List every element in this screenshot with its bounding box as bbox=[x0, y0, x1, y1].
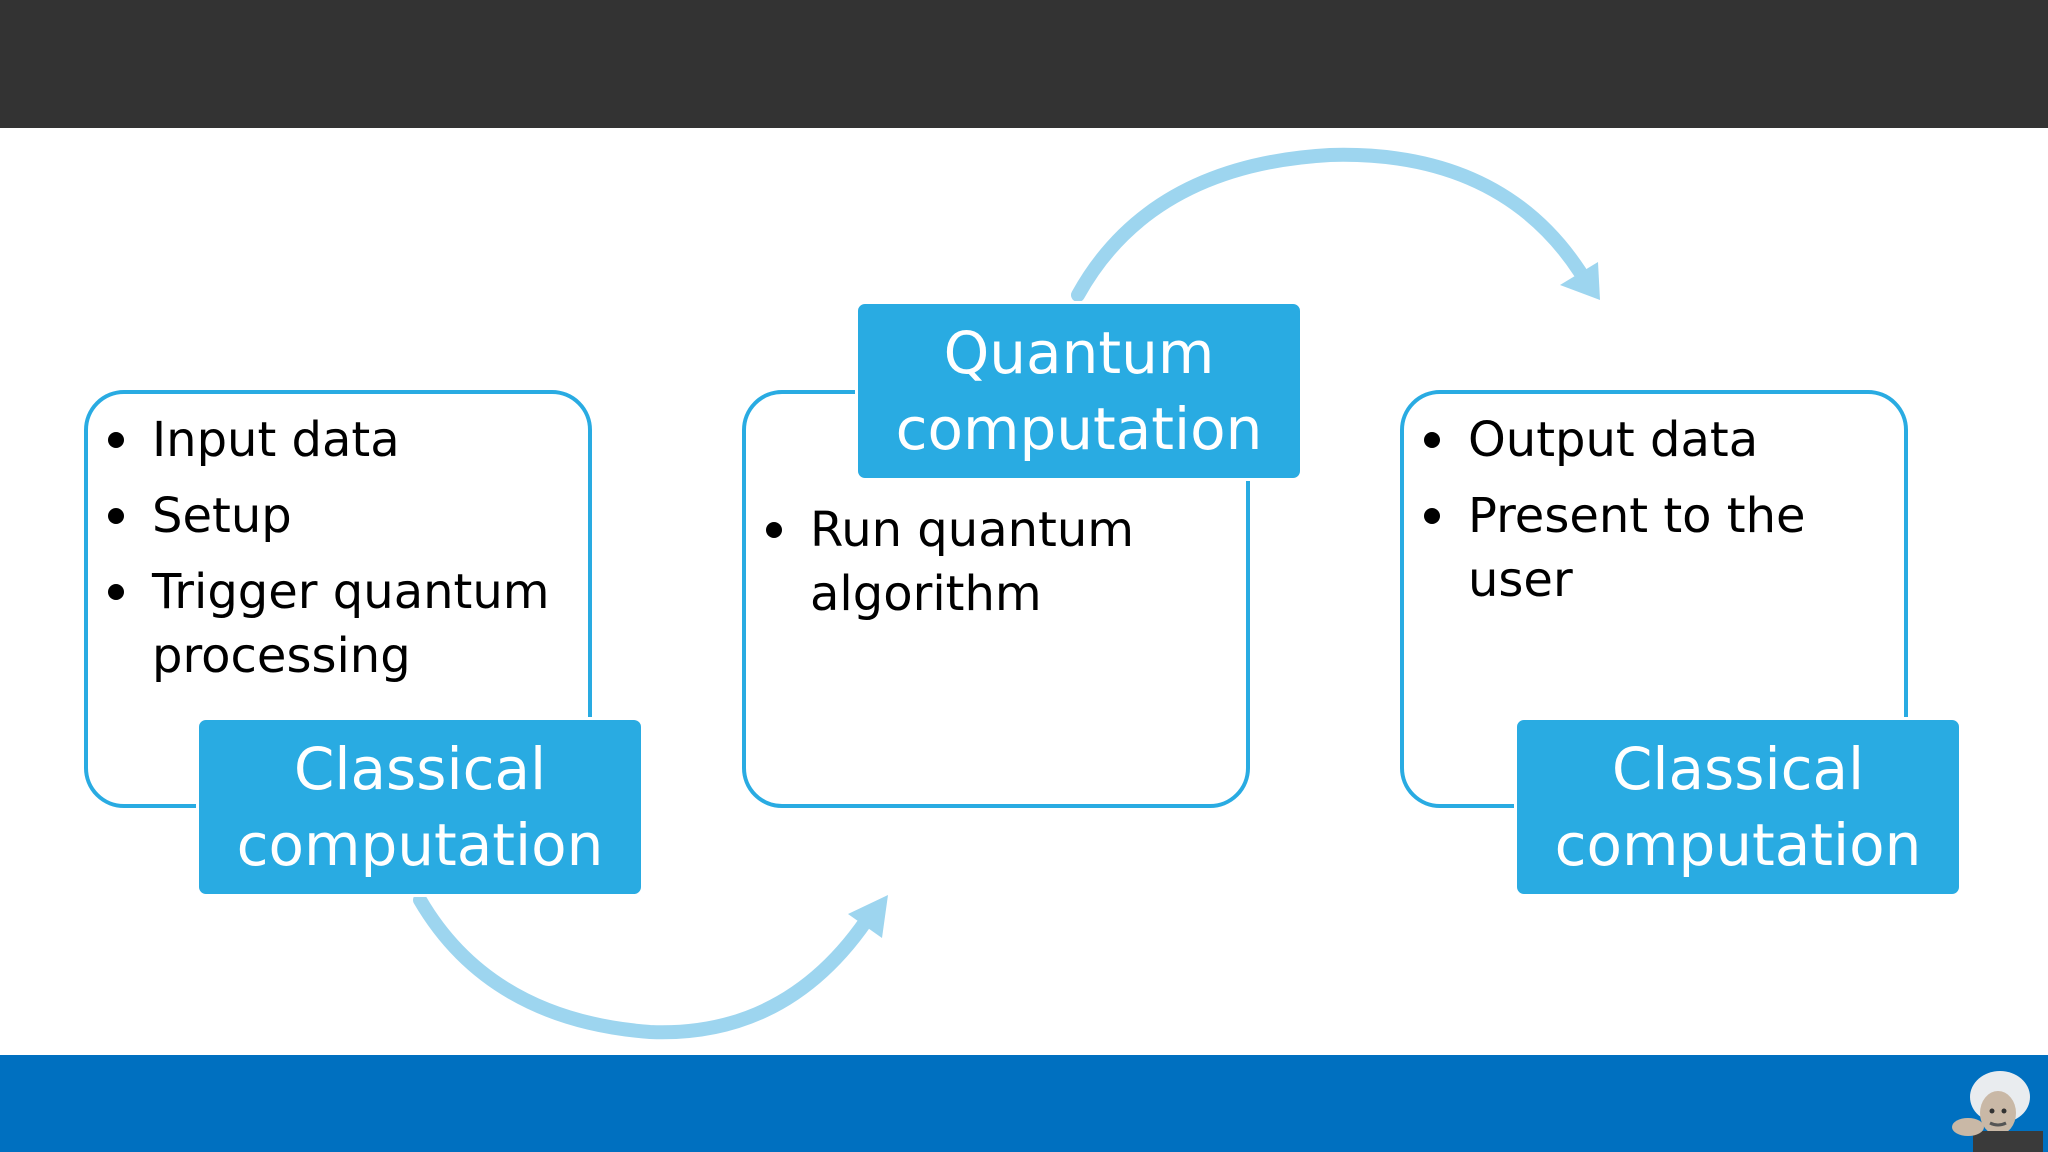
list-item: Output data bbox=[1424, 408, 1898, 472]
stage-3-label: Classical computation bbox=[1514, 717, 1962, 897]
arrow-quantum-to-classical bbox=[1071, 147, 1600, 302]
list-item: Input data bbox=[108, 408, 592, 472]
stage-2-label: Quantum computation bbox=[855, 301, 1303, 481]
portrait-thumbnail-icon bbox=[1938, 1055, 2048, 1152]
list-item: Setup bbox=[108, 484, 592, 548]
list-item: Present to the user bbox=[1424, 484, 1898, 612]
stage-1-label: Classical computation bbox=[196, 717, 644, 897]
stage-3-list: Output data Present to the user bbox=[1424, 408, 1898, 624]
list-item: Trigger quantum processing bbox=[108, 560, 592, 688]
bottom-bar bbox=[0, 1055, 2048, 1152]
top-bar bbox=[0, 0, 2048, 128]
list-item: Run quantum algorithm bbox=[766, 498, 1240, 626]
stage-2-list: Run quantum algorithm bbox=[766, 498, 1240, 638]
stage-1-list: Input data Setup Trigger quantum process… bbox=[108, 408, 592, 700]
arrow-classical-to-quantum bbox=[413, 893, 888, 1040]
